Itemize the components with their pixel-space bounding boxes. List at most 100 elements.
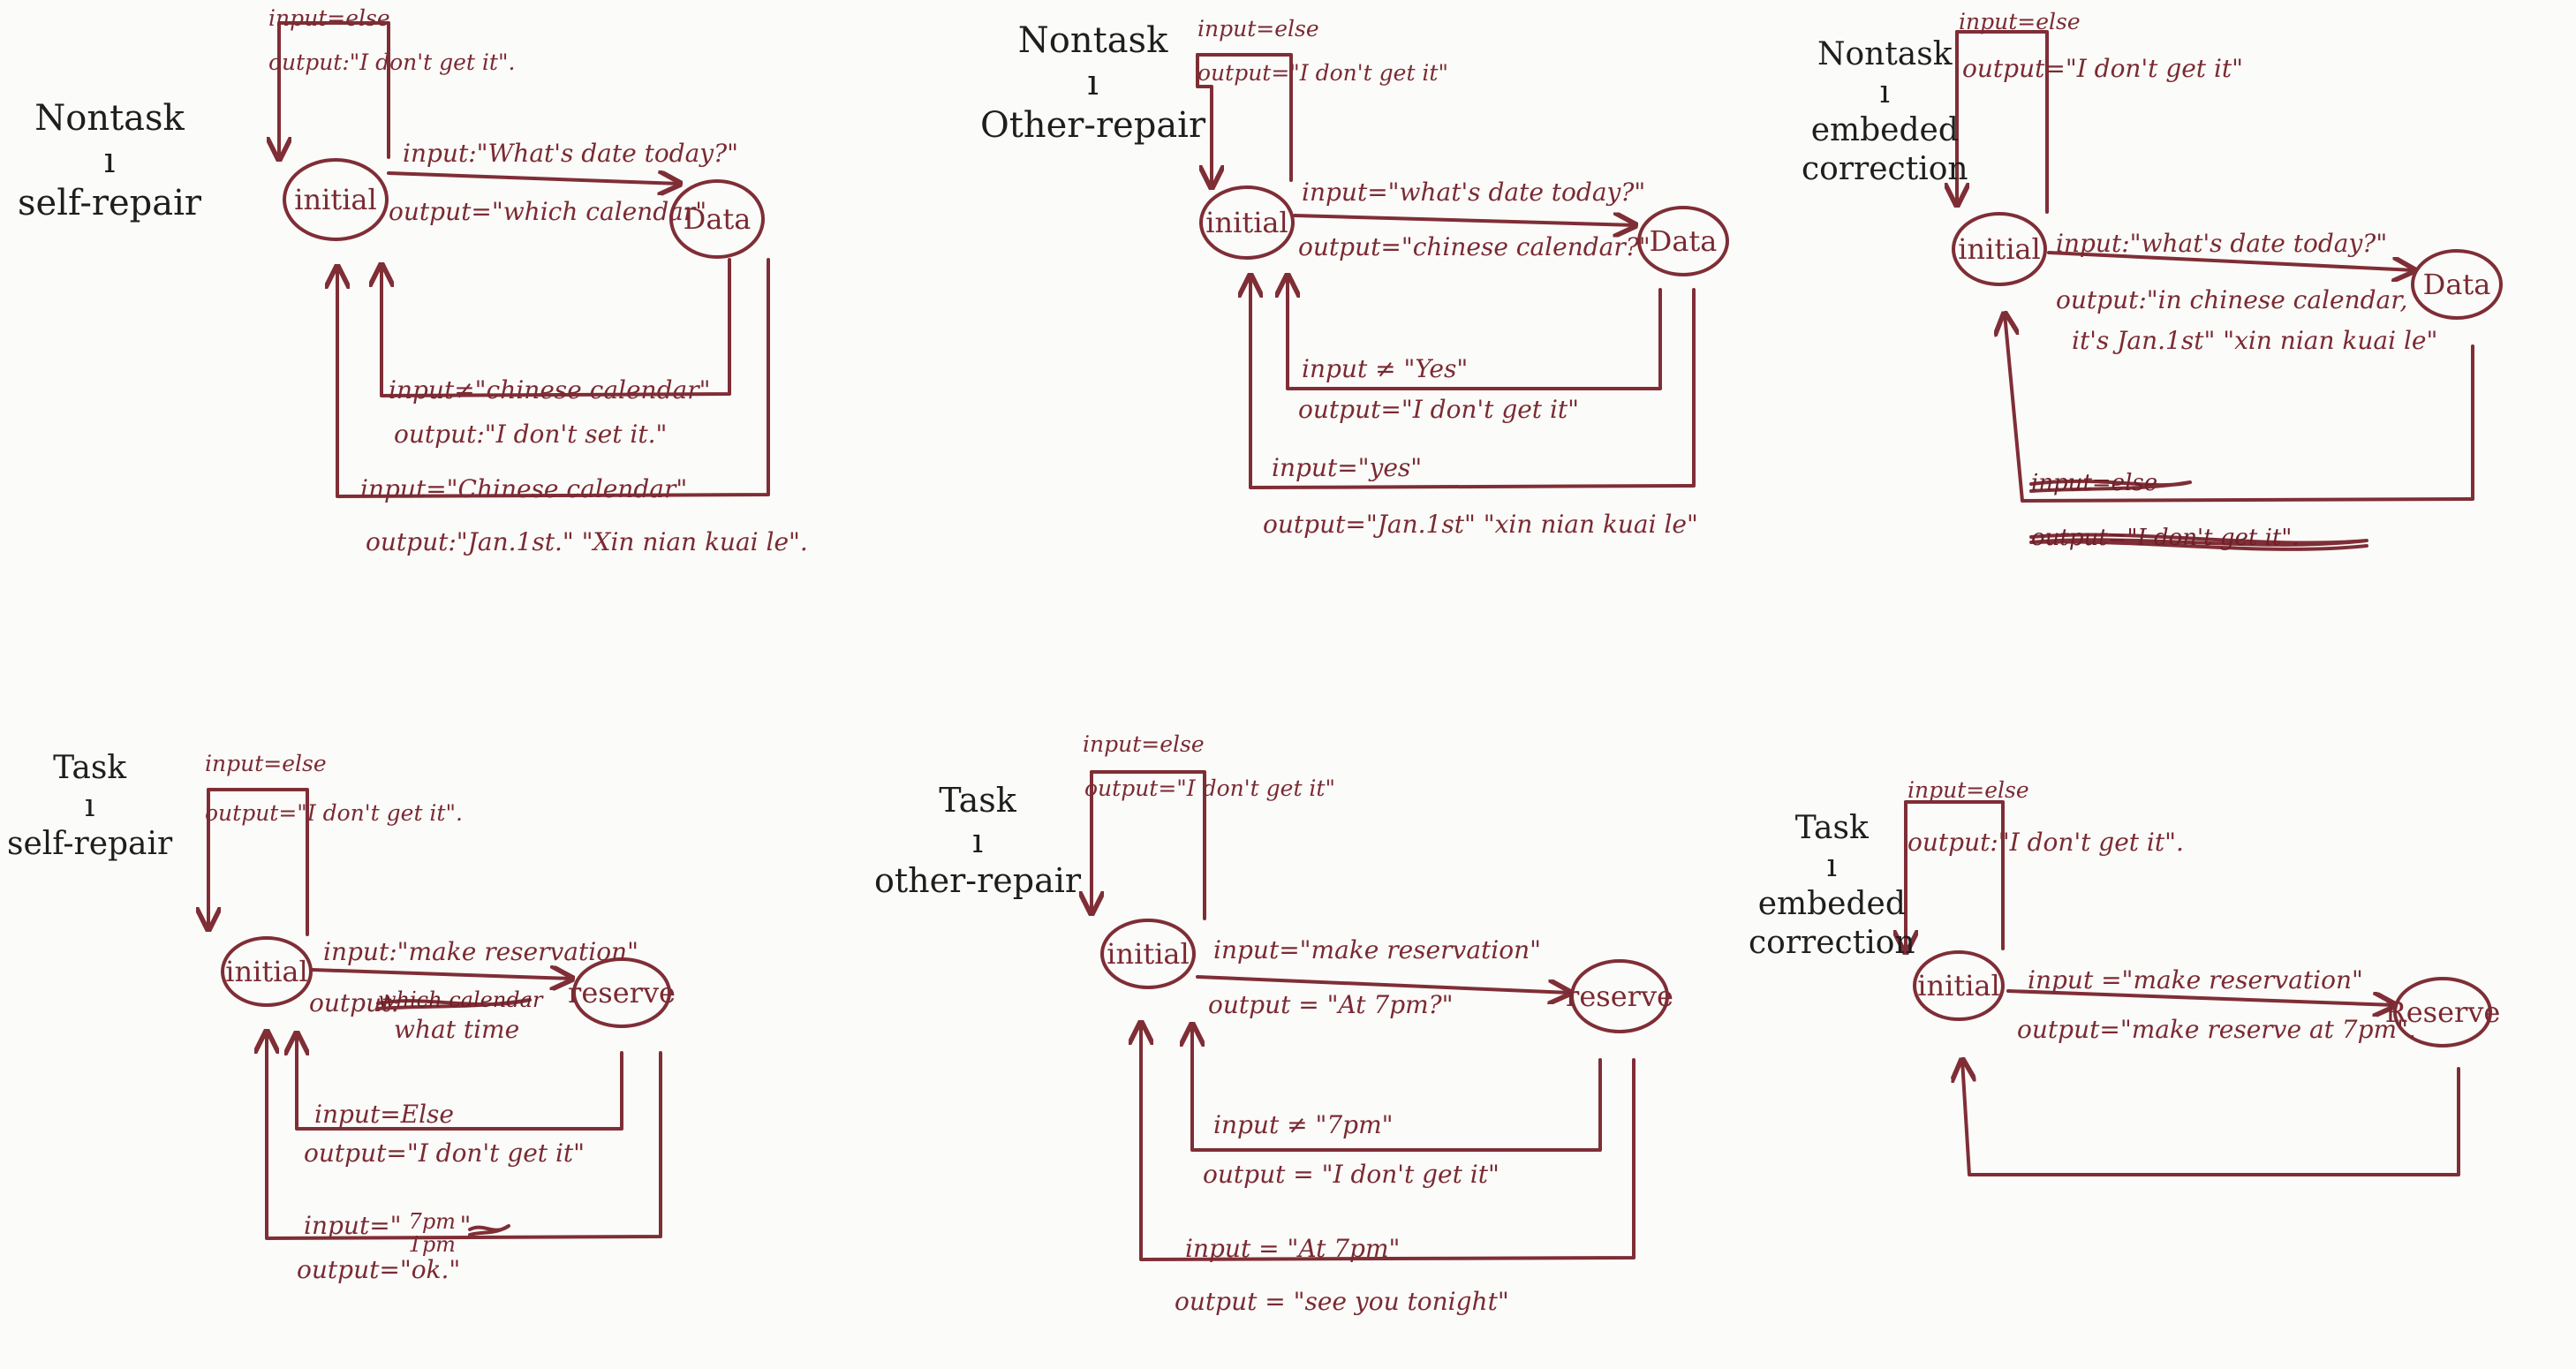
d4-forward-input: input:"make reservation"	[323, 937, 638, 966]
d1-back2-output: output:"Jan.1st." "Xin nian kuai le".	[366, 527, 808, 556]
d2-back-edge-1	[1288, 276, 1662, 390]
d3-forward-output-2: it's Jan.1st" "xin nian kuai le"	[2072, 326, 2438, 355]
d5-back1-output: output = "I don't get it"	[1203, 1160, 1500, 1189]
d1-back-edge-2	[337, 258, 770, 498]
d4-initial-label: initial	[225, 955, 308, 988]
d5-loop-output: output="I don't get it"	[1084, 775, 1335, 801]
diagram-5-strokes	[1092, 770, 1669, 1261]
d3-forward-output: output:"in chinese calendar,	[2056, 285, 2408, 314]
d4-title-line-3: self-repair	[7, 826, 173, 863]
d3-title-line-4: correction	[1802, 150, 1968, 187]
d3-strike-output	[2029, 533, 2368, 551]
diagram-3-strokes	[1953, 30, 2503, 503]
diagram-6-strokes	[1906, 800, 2492, 1176]
d6-loop-input: input=else	[1907, 777, 2029, 803]
d1-back1-input: input≠"chinese calendar"	[389, 375, 711, 405]
d1-back-edge-1	[381, 258, 731, 397]
d1-loop-input: input=else	[268, 5, 390, 31]
d5-forward-input: input="make reservation"	[1213, 935, 1541, 964]
d2-back2-input: input="yes"	[1272, 453, 1423, 482]
d6-back-edge	[1962, 1060, 2460, 1176]
d3-loop-output: output="I don't get it"	[1962, 54, 2244, 83]
d1-back1-output: output:"I don't set it."	[394, 420, 668, 449]
d5-loop-input: input=else	[1083, 731, 1205, 757]
d4-back-edge-2	[267, 1032, 662, 1240]
d4-back1-input: input=Else	[314, 1100, 454, 1129]
d2-data-label: Data	[1649, 224, 1718, 258]
d4-back2-input-suffix: "	[459, 1211, 472, 1240]
d2-title-line-2: ı	[1087, 63, 1099, 103]
d2-forward-edge	[1293, 216, 1635, 225]
d1-back2-input: input="Chinese calendar"	[360, 474, 688, 503]
d4-initial-node	[221, 936, 313, 1007]
d4-title: Task ı self-repair	[7, 749, 172, 864]
d1-initial-label: initial	[294, 183, 377, 216]
d5-back2-input: input = "At 7pm"	[1185, 1234, 1401, 1263]
d5-forward-edge	[1196, 975, 1570, 993]
d4-back2-output: output="ok."	[297, 1255, 461, 1284]
d1-forward-output: output="which calendar"	[389, 197, 707, 226]
d4-back-edge-1	[297, 1033, 623, 1131]
d2-forward-input: input="what's date today?"	[1302, 178, 1646, 207]
diagram-2-strokes	[1196, 53, 1729, 489]
d6-title-line-3: embeded	[1757, 886, 1906, 923]
d2-forward-output: output="chinese calendar?"	[1298, 232, 1651, 261]
d4-back2-input-struck: 1pm	[408, 1232, 456, 1257]
diagram-4-strokes	[208, 788, 671, 1240]
d3-struck-output: output="I don't get it".	[2031, 525, 2300, 551]
d3-strike-input	[2029, 479, 2192, 493]
d3-title-line-3: embeded	[1810, 112, 1959, 149]
d6-initial-label: initial	[1917, 969, 2000, 1002]
d6-reserve-label: Reserve	[2384, 995, 2501, 1029]
d4-back1-output: output="I don't get it"	[304, 1138, 585, 1168]
d4-back2-input-word: 7pm	[408, 1209, 456, 1234]
d6-title-line-1: Task	[1794, 810, 1869, 846]
d1-title: Nontask ı self-repair	[18, 97, 201, 224]
d6-forward-input: input ="make reservation"	[2028, 965, 2363, 995]
d3-back-edge	[2005, 314, 2474, 503]
d2-loop-output: output="I don't get it"	[1197, 60, 1448, 86]
d4-forward-output: output:	[309, 988, 400, 1017]
d3-forward-input: input:"what's date today?"	[2056, 229, 2388, 258]
d5-title-line-1: Task	[939, 781, 1016, 820]
d5-back-edge-1	[1192, 1025, 1602, 1152]
d5-back2-output: output = "see you tonight"	[1175, 1287, 1509, 1316]
d2-back-edge-2	[1250, 276, 1696, 489]
d4-strike-output	[376, 998, 532, 1010]
d2-data-node	[1637, 206, 1729, 276]
d6-initial-node	[1913, 950, 2005, 1021]
d5-initial-label: initial	[1107, 937, 1190, 971]
d3-title: Nontask ı embeded correction	[1802, 35, 1968, 188]
d2-title-line-3: Other-repair	[980, 105, 1206, 146]
d5-back-edge-2	[1141, 1023, 1635, 1261]
d2-initial-node	[1199, 185, 1295, 260]
d4-forward-output-2: what time	[394, 1015, 520, 1044]
d3-initial-label: initial	[1958, 232, 2041, 266]
d1-loop-output: output:"I don't get it".	[268, 49, 516, 75]
d2-initial-label: initial	[1205, 206, 1288, 239]
d6-title: Task ı embeded correction	[1749, 809, 1915, 962]
d6-forward-edge	[2006, 989, 2395, 1005]
d1-data-node	[669, 179, 765, 259]
d3-struck-input: input=else	[2031, 470, 2158, 496]
d5-forward-output: output = "At 7pm?"	[1208, 990, 1454, 1019]
d3-data-label: Data	[2422, 268, 2491, 301]
d1-self-loop	[277, 21, 390, 159]
d4-strike-input	[468, 1224, 510, 1237]
d2-title-line-1: Nontask	[1017, 20, 1168, 61]
d2-back1-input: input ≠ "Yes"	[1302, 354, 1469, 383]
d1-data-label: Data	[683, 202, 752, 236]
d1-initial-node	[283, 158, 389, 241]
d6-forward-output: output="make reserve at 7pm".	[2017, 1015, 2416, 1044]
d3-loop-input: input=else	[1959, 9, 2081, 34]
d4-loop-output: output="I don't get it".	[205, 800, 463, 826]
d3-data-node	[2411, 249, 2503, 320]
d3-title-line-1: Nontask	[1817, 36, 1953, 72]
d2-title: Nontask ı Other-repair	[980, 19, 1205, 147]
d3-forward-edge	[2047, 251, 2414, 270]
diagram-1-strokes	[277, 21, 770, 498]
d1-title-line-1: Nontask	[34, 98, 185, 139]
d6-title-line-2: ı	[1826, 848, 1838, 885]
d2-loop-input: input=else	[1197, 16, 1319, 42]
